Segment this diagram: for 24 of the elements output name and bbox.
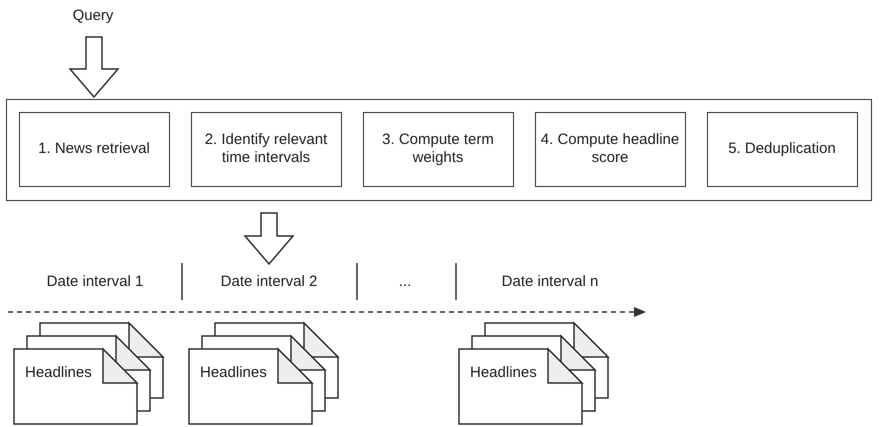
node-text: 2. Identify relevant time intervals [204, 131, 328, 167]
node-text: 5. Deduplication [728, 140, 836, 158]
node-text: Query [72, 6, 114, 24]
node-text: Date interval n [502, 272, 598, 290]
process-box [190, 112, 342, 186]
document-stack [458, 322, 608, 424]
node-text: 4. Compute headline score [540, 131, 680, 167]
node-text: 3. Compute term weights [381, 131, 495, 167]
node-text: Date interval 2 [220, 272, 318, 290]
process-box [706, 112, 858, 186]
process-box [534, 112, 686, 186]
block-arrow [243, 212, 295, 266]
document-stack [13, 322, 163, 424]
node-text: Headlines [25, 364, 92, 381]
process-box [18, 112, 170, 186]
block-arrow [68, 36, 120, 98]
node-text: Date interval 1 [46, 272, 144, 290]
process-box [362, 112, 514, 186]
node-text: ... [398, 272, 412, 290]
document-stack [188, 322, 338, 424]
node-text: Headlines [200, 364, 267, 381]
node-text: 1. News retrieval [38, 140, 150, 158]
process-container [6, 99, 872, 201]
node-text: Headlines [470, 364, 537, 381]
